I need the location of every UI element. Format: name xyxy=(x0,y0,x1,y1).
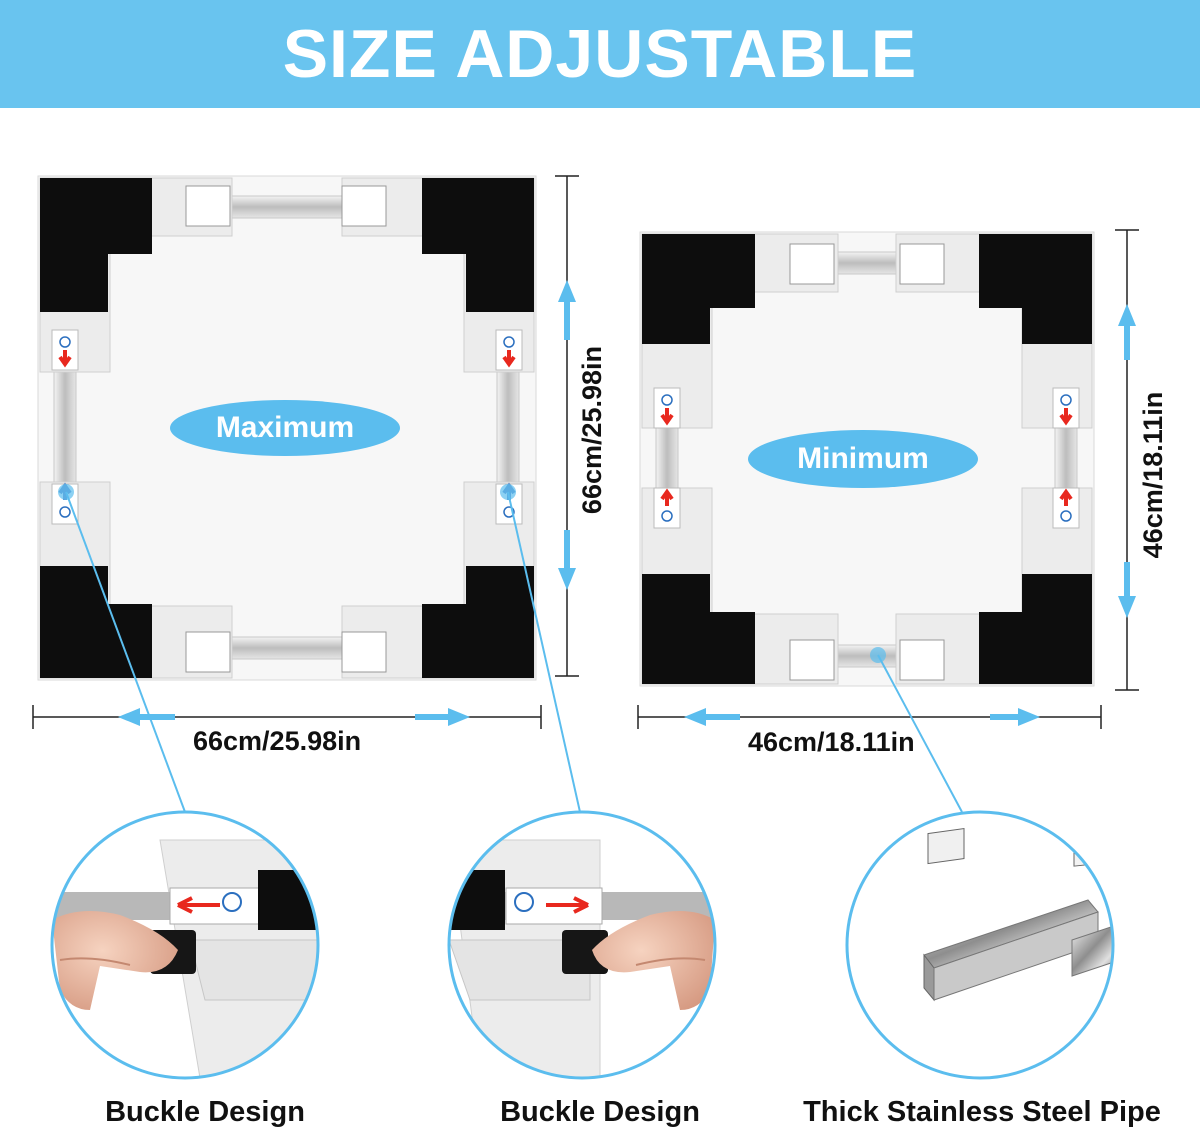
min-sticker-tl xyxy=(789,243,835,285)
min-foot-bl xyxy=(642,574,755,684)
maximum-label: Maximum xyxy=(215,411,355,444)
caption-buckle-left: Buckle Design xyxy=(105,1096,305,1128)
red-arrow-icon xyxy=(653,387,681,429)
max-sticker-br xyxy=(341,631,387,673)
double-arrow-icon xyxy=(684,708,1040,726)
max-frame xyxy=(37,175,537,681)
max-height-label: 66cm/25.98in xyxy=(577,345,607,515)
detail-buckle-left xyxy=(50,810,320,1080)
minimum-badge: Minimum xyxy=(748,430,978,488)
double-arrow-icon xyxy=(558,280,576,590)
caption-buckle-right: Buckle Design xyxy=(500,1096,700,1128)
max-pipe-top xyxy=(227,195,347,219)
min-sticker-tr xyxy=(899,243,945,285)
min-width-label: 46cm/18.11in xyxy=(748,727,915,757)
banner-title: SIZE ADJUSTABLE xyxy=(282,16,918,92)
max-pipe-bottom xyxy=(227,636,347,660)
max-pipe-right xyxy=(496,371,520,485)
max-foot-br xyxy=(422,566,534,678)
max-width-label: 66cm/25.98in xyxy=(193,726,362,756)
red-arrow-icon xyxy=(51,329,79,371)
red-arrow-icon xyxy=(1052,487,1080,529)
min-pipe-bottom xyxy=(833,644,901,668)
buckle-icon xyxy=(562,930,608,974)
max-sticker-tr xyxy=(341,185,387,227)
min-foot-br xyxy=(979,574,1092,684)
min-foot-tr xyxy=(979,234,1092,344)
min-width-dimension xyxy=(637,705,1102,729)
red-arrow-icon xyxy=(653,487,681,529)
maximum-badge: Maximum xyxy=(170,400,400,456)
detail-steel-pipe xyxy=(845,810,1115,1080)
min-height-label: 46cm/18.11in xyxy=(1138,391,1168,559)
min-pipe-right xyxy=(1054,427,1078,489)
min-sticker-br xyxy=(899,639,945,681)
min-pipe-left xyxy=(655,427,679,489)
caption-steel-pipe: Thick Stainless Steel Pipe xyxy=(803,1096,1161,1128)
max-pipe-left xyxy=(53,371,77,485)
max-foot-tl xyxy=(40,178,152,312)
max-width-dimension xyxy=(32,705,542,729)
max-sticker-bl xyxy=(185,631,231,673)
minimum-label: Minimum xyxy=(797,442,929,475)
steel-pipe-icon xyxy=(923,827,1113,1002)
min-foot-tl xyxy=(642,234,755,344)
double-arrow-icon xyxy=(118,708,470,726)
min-sticker-bl xyxy=(789,639,835,681)
header-banner: SIZE ADJUSTABLE xyxy=(0,0,1200,108)
detail-buckle-right xyxy=(447,810,717,1080)
red-arrow-icon xyxy=(1052,387,1080,429)
max-foot-tr xyxy=(422,178,534,312)
min-height-dimension xyxy=(1115,229,1139,691)
max-height-dimension xyxy=(555,175,579,677)
red-arrow-icon xyxy=(495,329,523,371)
max-sticker-tl xyxy=(185,185,231,227)
callout-lines xyxy=(65,491,963,813)
min-pipe-top xyxy=(833,251,901,275)
double-arrow-icon xyxy=(1118,304,1136,618)
